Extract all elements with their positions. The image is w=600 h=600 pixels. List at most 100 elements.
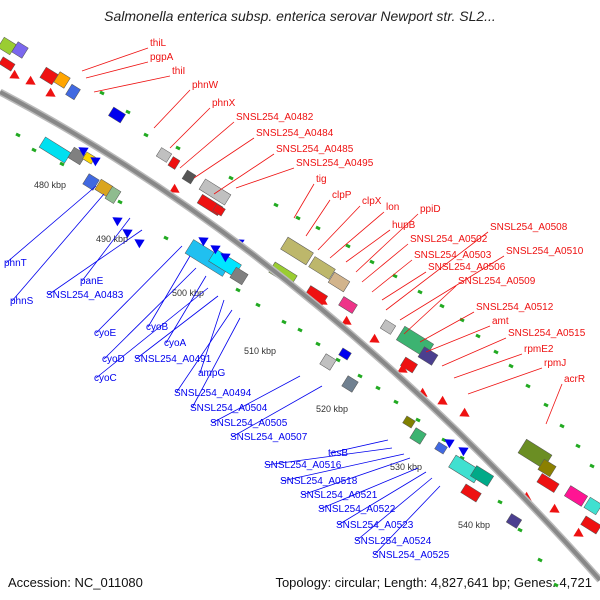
feature-block: [229, 266, 249, 286]
gene-label-reverse: SNSL254_A0483: [46, 290, 124, 301]
leader-line-forward: [381, 271, 427, 301]
leader-line-forward: [153, 89, 191, 129]
gene-label-forward: clpP: [332, 190, 352, 201]
feature-layer: [0, 36, 600, 537]
strand-arrow: [90, 157, 101, 167]
gene-label-reverse: cyoD: [102, 354, 125, 365]
strand-arrow: [458, 447, 469, 457]
gene-label-forward: ppiD: [420, 204, 441, 215]
tick-mark: [575, 443, 581, 449]
strand-arrow: [444, 439, 455, 449]
gene-label-reverse: SNSL254_A0521: [300, 490, 378, 501]
feature-block: [327, 271, 351, 293]
feature-block: [338, 296, 358, 314]
leader-line-reverse: [199, 299, 225, 374]
tick-mark: [125, 109, 131, 115]
gene-label-forward: acrR: [564, 374, 585, 385]
leader-line-forward: [235, 167, 295, 189]
strand-arrow: [45, 87, 56, 97]
gene-label-reverse: SNSL254_A0525: [372, 550, 450, 561]
kbp-label: 510 kbp: [244, 346, 276, 356]
feature-block: [67, 146, 87, 166]
gene-label-forward: pgpA: [150, 52, 174, 63]
strand-arrow: [9, 69, 20, 79]
leader-line-forward: [345, 229, 391, 263]
tick-mark: [375, 385, 381, 391]
leader-line-forward: [441, 337, 507, 367]
tick-mark: [392, 273, 398, 279]
leader-line-reverse: [95, 245, 183, 334]
tick-mark: [475, 333, 481, 339]
tick-mark: [59, 161, 65, 167]
gene-label-forward: SNSL254_A0482: [236, 112, 314, 123]
gene-label-forward: clpX: [362, 196, 382, 207]
leader-line-reverse: [147, 255, 191, 328]
leader-line-forward: [361, 243, 409, 283]
tick-mark: [357, 373, 363, 379]
feature-block: [580, 515, 600, 535]
leader-line-reverse: [329, 439, 389, 454]
gene-label-forward: SNSL254_A0484: [256, 128, 334, 139]
gene-label-reverse: phnT: [4, 258, 27, 269]
gene-label-reverse: cyoA: [164, 338, 187, 349]
leader-line-reverse: [355, 477, 433, 542]
feature-block: [280, 236, 314, 266]
gene-label-forward: phnW: [192, 80, 219, 91]
feature-block: [38, 136, 72, 164]
feature-block: [212, 203, 226, 217]
strand-arrow: [169, 183, 180, 193]
tick-mark: [369, 259, 375, 265]
tick-mark: [297, 327, 303, 333]
gene-label-reverse: phnS: [10, 296, 34, 307]
tick-mark: [235, 287, 241, 293]
feature-block: [53, 71, 71, 89]
gene-label-reverse: SNSL254_A0524: [354, 536, 432, 547]
feature-block: [181, 169, 197, 185]
tick-mark: [459, 455, 465, 461]
leader-line-forward: [403, 285, 457, 335]
gene-label-reverse: tesB: [328, 448, 348, 459]
leader-line-reverse: [103, 267, 197, 360]
feature-block: [198, 178, 232, 206]
gene-label-reverse: SNSL254_A0505: [210, 418, 288, 429]
leader-line-reverse: [165, 275, 207, 344]
strand-arrow: [549, 503, 560, 513]
tick-mark: [525, 383, 531, 389]
tick-mark: [99, 90, 105, 96]
feature-block: [402, 415, 416, 429]
gene-label-forward: SNSL254_A0485: [276, 144, 354, 155]
tick-mark: [345, 243, 351, 249]
leader-line-reverse: [281, 453, 405, 482]
gene-label-reverse: cyoE: [94, 328, 117, 339]
feature-block: [155, 147, 173, 163]
leader-line-reverse: [5, 185, 97, 264]
tick-mark: [493, 349, 499, 355]
tick-mark: [255, 302, 261, 308]
gene-label-reverse: SNSL254_A0494: [174, 388, 252, 399]
tick-mark: [415, 417, 421, 423]
leader-line-reverse: [337, 471, 427, 526]
label-layer: thiLpgpAthiIphnWphnXSNSL254_A0482SNSL254…: [4, 38, 586, 561]
gene-label-forward: SNSL254_A0502: [410, 234, 488, 245]
tick-mark: [439, 303, 445, 309]
gene-label-forward: rpmE2: [524, 344, 554, 355]
leader-line-forward: [385, 231, 489, 311]
leader-line-reverse: [47, 229, 143, 296]
leader-line-forward: [371, 259, 413, 293]
strand-arrow: [112, 217, 123, 227]
leader-line-reverse: [11, 193, 105, 302]
tick-mark: [15, 132, 21, 138]
feature-block: [167, 156, 181, 170]
accession-label: Accession: NC_011080: [8, 575, 143, 590]
gene-label-forward: hupB: [392, 220, 416, 231]
strand-arrow: [317, 295, 328, 305]
leader-line-forward: [453, 353, 523, 379]
feature-block: [536, 473, 560, 493]
leader-line-reverse: [211, 375, 301, 424]
feature-block: [104, 186, 122, 204]
leader-line-forward: [419, 311, 475, 343]
leader-line-forward: [329, 211, 385, 259]
feature-block: [11, 41, 29, 59]
tick-mark: [589, 463, 595, 469]
